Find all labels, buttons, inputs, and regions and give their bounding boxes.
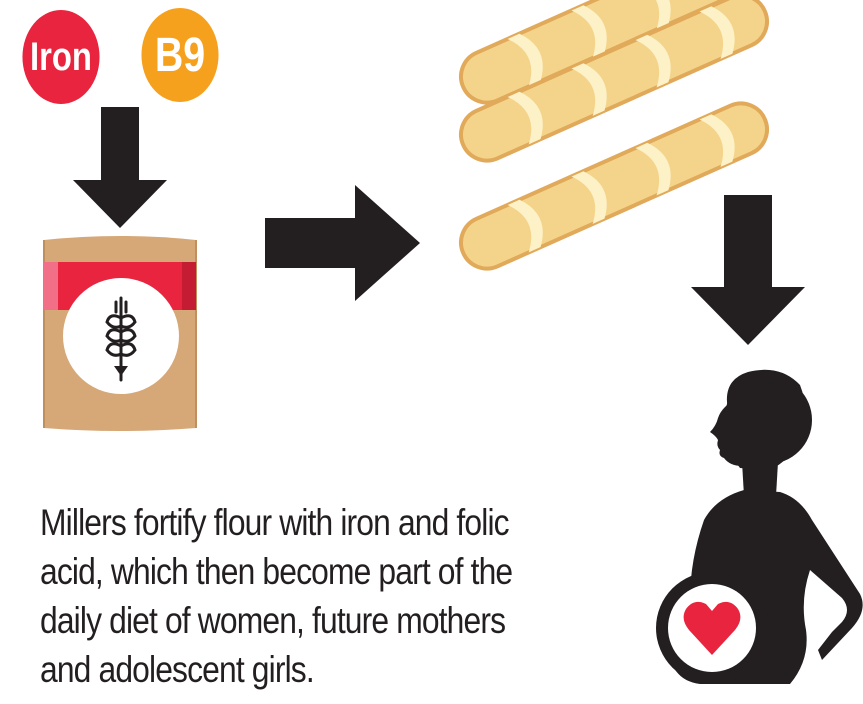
caption-line-3: daily diet of women, future mothers — [40, 596, 522, 645]
flour-sack-icon — [44, 236, 196, 431]
arrow-down-icon — [73, 107, 167, 228]
arrow-right-icon — [265, 185, 420, 301]
arrow-down-icon — [691, 195, 805, 345]
caption-line-2: acid, which then become part of the — [40, 547, 522, 596]
caption-line-1: Millers fortify flour with iron and foli… — [40, 498, 522, 547]
caption: Millers fortify flour with iron and foli… — [40, 498, 522, 694]
caption-line-4: and adolescent girls. — [40, 645, 522, 694]
